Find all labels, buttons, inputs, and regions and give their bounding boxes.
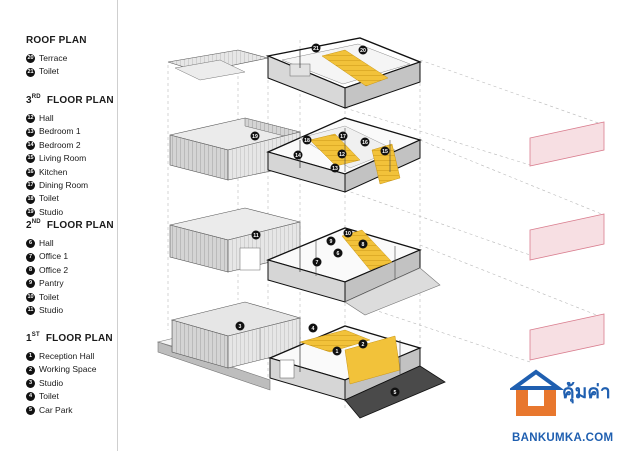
svg-text:18: 18 [304, 138, 310, 144]
room-marker: 19 [250, 131, 260, 141]
svg-text:19: 19 [252, 134, 258, 140]
svg-text:7: 7 [316, 260, 319, 266]
roof-level [167, 37, 423, 109]
svg-text:13: 13 [332, 166, 338, 172]
room-marker: 17 [338, 131, 348, 141]
svg-text:17: 17 [340, 134, 346, 140]
svg-text:21: 21 [313, 46, 319, 52]
section-plane-markers [529, 121, 605, 361]
second-floor-level [169, 207, 441, 316]
room-marker: 18 [302, 135, 312, 145]
room-marker: 21 [311, 43, 321, 53]
room-marker: 11 [251, 230, 261, 240]
svg-text:3: 3 [239, 324, 242, 330]
svg-text:16: 16 [362, 140, 368, 146]
house-logo-icon [510, 369, 565, 416]
room-marker: 13 [330, 163, 340, 173]
logo-url: BANKUMKA.COM [512, 432, 614, 444]
first-floor-level [156, 301, 446, 419]
svg-text:8: 8 [362, 242, 365, 248]
svg-text:15: 15 [382, 149, 388, 155]
svg-text:10: 10 [345, 231, 351, 237]
svg-text:1: 1 [336, 349, 339, 355]
room-marker: 14 [293, 150, 303, 160]
room-marker: 12 [337, 149, 347, 159]
room-marker: 20 [358, 45, 368, 55]
room-marker: 15 [380, 146, 390, 156]
room-marker: 4 [308, 323, 318, 333]
svg-text:20: 20 [360, 48, 366, 54]
room-marker: 9 [326, 236, 336, 246]
room-marker: 16 [360, 137, 370, 147]
room-marker: 7 [312, 257, 322, 267]
svg-text:4: 4 [312, 326, 315, 332]
svg-text:2: 2 [362, 342, 365, 348]
room-marker: 2 [358, 339, 368, 349]
svg-text:11: 11 [253, 233, 259, 239]
room-marker: 10 [343, 228, 353, 238]
svg-text:14: 14 [295, 153, 301, 159]
svg-text:5: 5 [394, 390, 397, 396]
svg-text:12: 12 [339, 152, 345, 158]
room-marker: 1 [332, 346, 342, 356]
exploded-axonometric-drawing: 21 20 19 18 17 16 15 14 12 13 11 10 9 8 … [156, 37, 605, 419]
room-marker: 3 [235, 321, 245, 331]
section-title: ROOF PLAN [26, 35, 87, 46]
logo-thai-text: คุ้มค่า [562, 382, 611, 403]
room-marker: 6 [333, 248, 343, 258]
svg-text:9: 9 [330, 239, 333, 245]
section-title: 3RD FLOOR PLAN [26, 94, 114, 106]
third-floor-level [169, 117, 422, 193]
bankumka-logo: คุ้มค่า BANKUMKA.COM [510, 368, 636, 448]
section-title: 2ND FLOOR PLAN [26, 219, 114, 231]
svg-text:6: 6 [337, 251, 340, 257]
room-marker: 8 [358, 239, 368, 249]
room-markers: 21 20 19 18 17 16 15 14 12 13 11 10 9 8 … [235, 43, 400, 397]
room-marker: 5 [390, 387, 400, 397]
section-title: 1ST FLOOR PLAN [26, 332, 113, 344]
